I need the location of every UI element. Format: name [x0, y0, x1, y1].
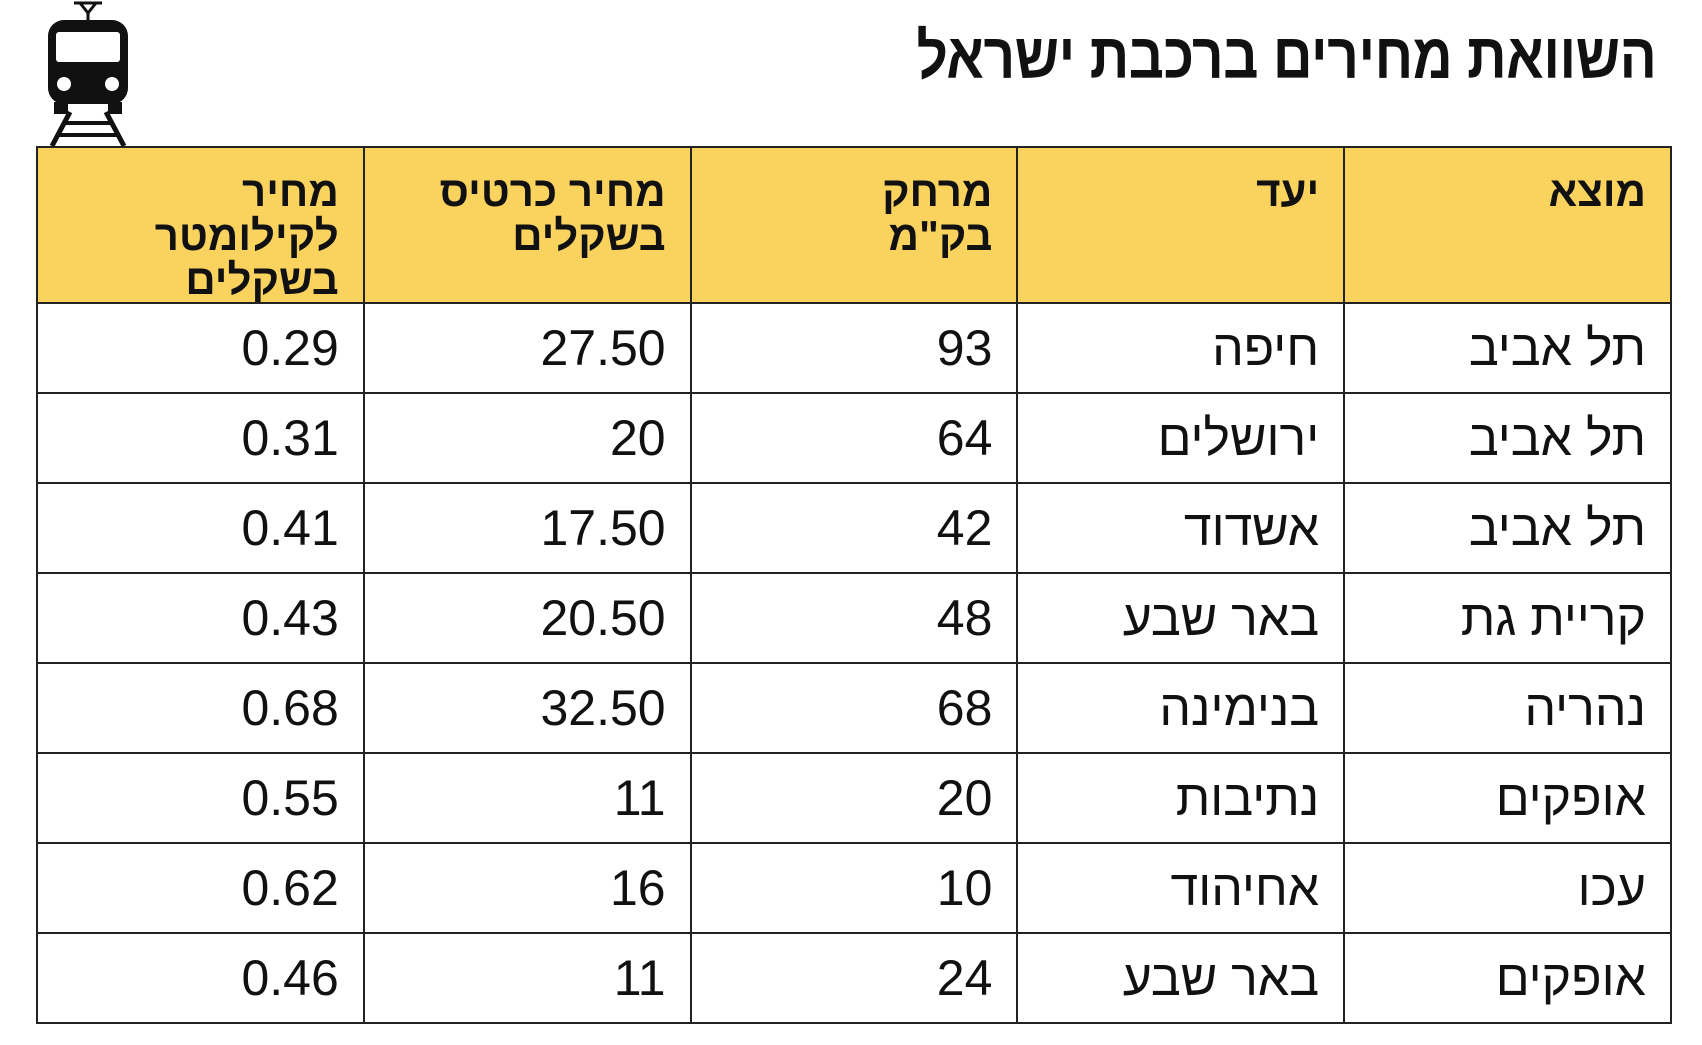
table-cell: 24: [689, 932, 1019, 1025]
table-cell: 68: [689, 662, 1019, 755]
table-cell: באר שבע: [1016, 932, 1346, 1025]
table-cell: 11: [362, 932, 692, 1025]
table-cell: 10: [689, 842, 1019, 935]
column-header-line: בק"מ: [888, 212, 993, 260]
table-cell: תל אביב: [1343, 392, 1672, 485]
table-cell: 0.41: [36, 482, 365, 575]
table-cell: חיפה: [1016, 302, 1346, 395]
table-cell: 27.50: [362, 302, 692, 395]
table-cell: 42: [689, 482, 1019, 575]
table-cell: אשדוד: [1016, 482, 1346, 575]
table-cell: 20.50: [362, 572, 692, 665]
table-cell: 0.68: [36, 662, 365, 755]
column-header-line: מחיר לקילומטר: [154, 168, 339, 260]
table-cell: 0.43: [36, 572, 365, 665]
table-cell: 64: [689, 392, 1019, 485]
column-header: מוצא: [1343, 145, 1672, 305]
table-cell: קריית גת: [1343, 572, 1672, 665]
table-cell: 48: [689, 572, 1019, 665]
column-header-line: מרחק: [882, 168, 993, 215]
table-cell: ירושלים: [1016, 392, 1346, 485]
table-cell: באר שבע: [1016, 572, 1346, 665]
table-cell: 16: [362, 842, 692, 935]
table-cell: תל אביב: [1343, 482, 1672, 575]
column-header-line: בשקלים: [512, 212, 666, 260]
table-cell: 32.50: [362, 662, 692, 755]
column-header-line: בשקלים: [185, 256, 339, 304]
table-cell: נתיבות: [1016, 752, 1346, 845]
table-cell: עכו: [1343, 842, 1672, 935]
table-cell: נהריה: [1343, 662, 1672, 755]
table-cell: תל אביב: [1343, 302, 1672, 395]
chart-title: השוואת מחירים ברכבת ישראל: [916, 20, 1656, 92]
table-cell: אחיהוד: [1016, 842, 1346, 935]
table-cell: 20: [689, 752, 1019, 845]
column-header-line: יעד: [1256, 168, 1320, 215]
table-cell: 0.55: [36, 752, 365, 845]
train-icon: [48, 1, 128, 146]
column-header-line: מחיר כרטיס: [439, 168, 666, 215]
table-cell: 0.62: [36, 842, 365, 935]
table-cell: 0.31: [36, 392, 365, 485]
column-header: יעד: [1016, 145, 1346, 305]
table-cell: 0.46: [36, 932, 365, 1025]
table-cell: 93: [689, 302, 1019, 395]
table-cell: אופקים: [1343, 932, 1672, 1025]
column-header-line: מוצא: [1548, 168, 1646, 215]
table-cell: 0.29: [36, 302, 365, 395]
table-cell: 11: [362, 752, 692, 845]
table-cell: 20: [362, 392, 692, 485]
table-cell: בנימינה: [1016, 662, 1346, 755]
table-cell: 17.50: [362, 482, 692, 575]
table-cell: אופקים: [1343, 752, 1672, 845]
